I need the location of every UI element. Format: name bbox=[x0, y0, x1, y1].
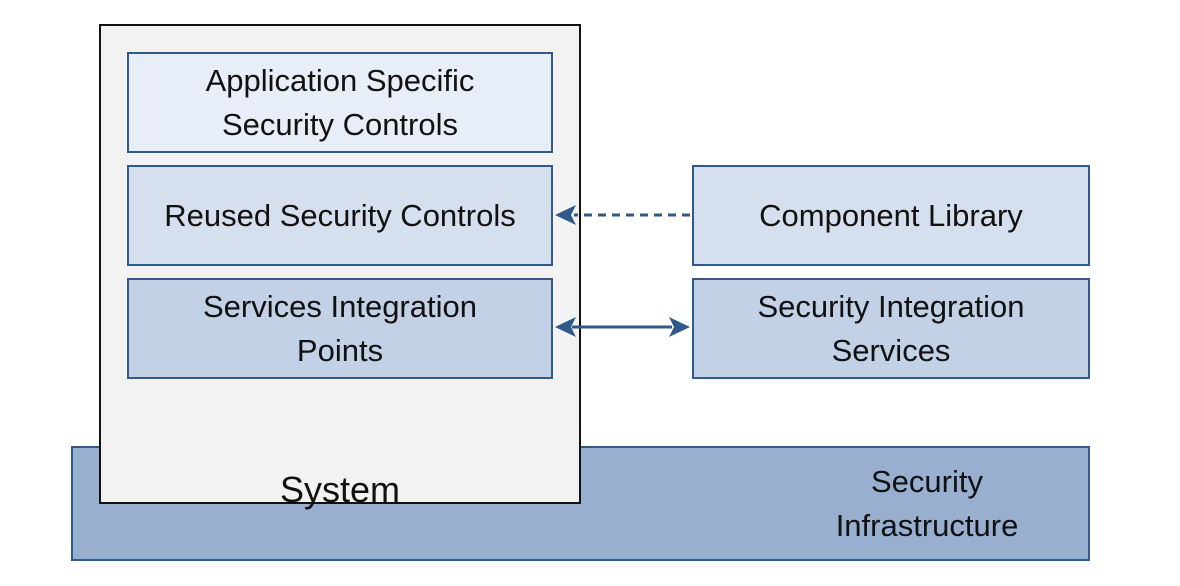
security-infrastructure-label: Security Infrastructure bbox=[835, 463, 1019, 543]
reused-security-controls-box: Reused Security Controls bbox=[127, 165, 553, 266]
services-integration-points-box: Services Integration Points bbox=[127, 278, 553, 379]
bidirectional-connector-arrowhead-right bbox=[669, 317, 690, 337]
component-library-box: Component Library bbox=[692, 165, 1090, 266]
system-label: System bbox=[279, 469, 401, 510]
application-specific-security-controls-box: Application Specific Security Controls bbox=[127, 52, 553, 153]
security-integration-services-box: Security Integration Services bbox=[692, 278, 1090, 379]
